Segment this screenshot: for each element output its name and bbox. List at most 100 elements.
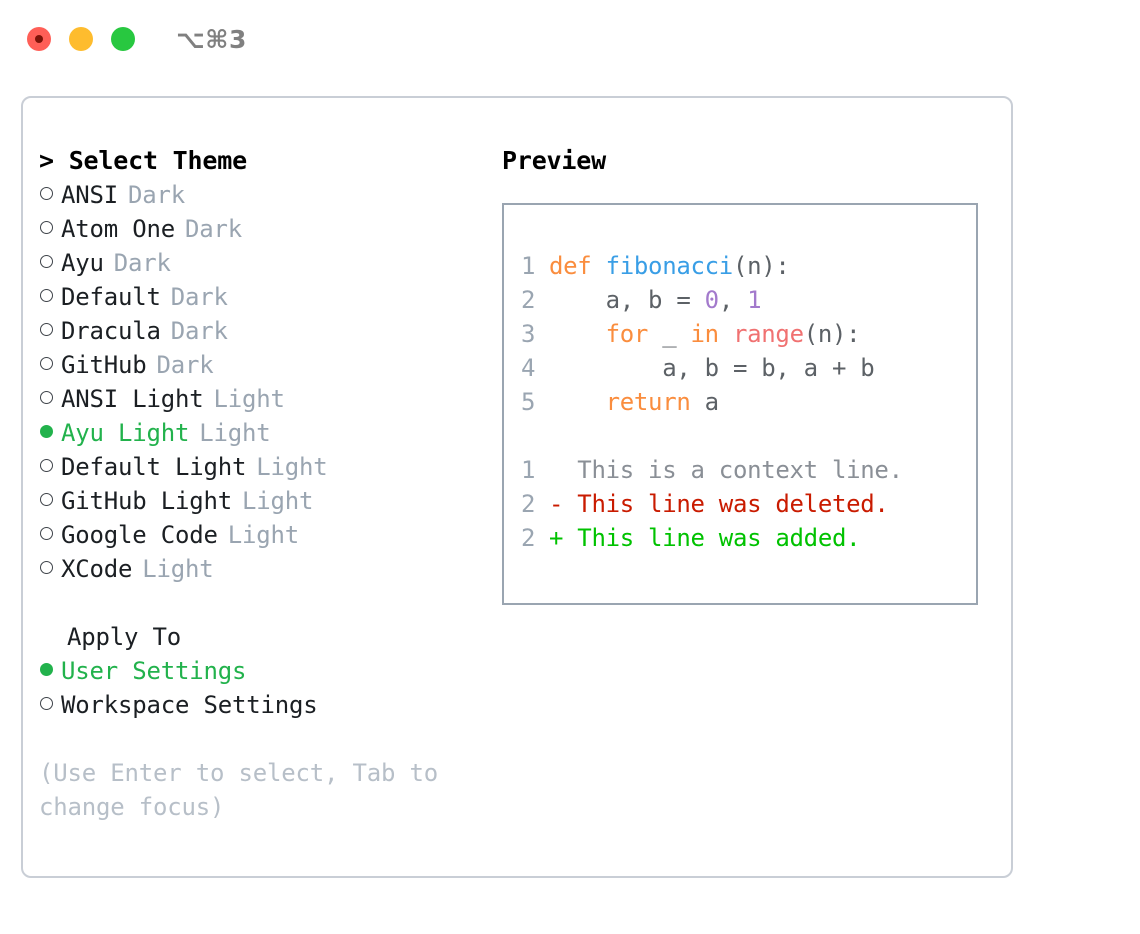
code-token-plain: a [690, 388, 719, 416]
theme-list-item[interactable]: Default Dark [39, 280, 479, 314]
line-number: 4 [521, 354, 536, 382]
theme-list-item[interactable]: Google Code Light [39, 518, 479, 552]
theme-variant-badge: Light [227, 521, 299, 549]
code-token-punctuation: (n): [803, 320, 861, 348]
code-token-plain [549, 320, 606, 348]
code-line-text: def fibonacci(n): [549, 249, 790, 283]
diff-sample: 1 This is a context line. 2 - This line wa… [521, 453, 976, 555]
code-token-plain: , [718, 286, 748, 314]
theme-variant-badge: Light [256, 453, 328, 481]
diff-line-text-deleted: - This line was deleted. [549, 490, 889, 518]
section-spacer [39, 586, 479, 620]
theme-variant-badge: Dark [113, 249, 171, 277]
code-line: 4 a, b = b, a + b [521, 351, 976, 385]
keyboard-shortcut-label: ⌥⌘3 [176, 24, 247, 54]
theme-name: Default [61, 283, 161, 311]
code-line: 3 for _ in range(n): [521, 317, 976, 351]
theme-variant-badge: Light [199, 419, 271, 447]
theme-variant-badge: Dark [170, 317, 228, 345]
theme-list-item[interactable]: Ayu Light Light [39, 416, 479, 450]
diff-line: 2 - This line was deleted. [521, 487, 976, 521]
code-token-plain: a, b = [549, 286, 705, 314]
code-token-number: 1 [747, 286, 762, 314]
theme-name: Ayu Light [61, 419, 190, 447]
theme-name: ANSI [61, 181, 118, 209]
apply-to-option[interactable]: User Settings [39, 654, 479, 688]
theme-name: Ayu [61, 249, 104, 277]
code-token-keyword: for [605, 320, 649, 348]
code-token-number: 0 [704, 286, 719, 314]
diff-line-text-added: + This line was added. [549, 524, 861, 552]
diff-line-number: 1 [521, 456, 536, 484]
theme-list-item[interactable]: Atom One Dark [39, 212, 479, 246]
code-diff-separator [521, 419, 976, 453]
code-token-punctuation: (n): [732, 252, 790, 280]
code-token-function: fibonacci [605, 252, 734, 280]
code-token-plain [719, 320, 733, 348]
apply-to-heading: Apply To [67, 623, 181, 651]
preview-heading: Preview [502, 146, 606, 175]
code-token-plain: a, b = b, a + b [549, 354, 875, 382]
apply-to-label: Workspace Settings [61, 691, 318, 719]
code-line-text: for _ in range(n): [549, 317, 861, 351]
code-line: 2 a, b = 0, 1 [521, 283, 976, 317]
theme-list-item[interactable]: Ayu Dark [39, 246, 479, 280]
diff-line: 2 + This line was added. [521, 521, 976, 555]
theme-list-item[interactable]: ANSI Light Light [39, 382, 479, 416]
keyboard-hint-text: (Use Enter to select, Tab to change focu… [39, 759, 438, 821]
code-token-keyword: return [605, 388, 691, 416]
theme-list-item[interactable]: GitHub Dark [39, 348, 479, 382]
code-token-keyword: in [690, 320, 720, 348]
code-line-text: a, b = 0, 1 [549, 283, 762, 317]
code-line: 5 return a [521, 385, 976, 419]
theme-variant-badge: Dark [156, 351, 214, 379]
diff-line-number: 2 [521, 490, 536, 518]
diff-line-text-context: This is a context line. [549, 456, 903, 484]
theme-variant-badge: Dark [128, 181, 185, 209]
minimize-button-icon[interactable] [69, 27, 93, 51]
title-bar: ⌥⌘3 [0, 0, 1140, 78]
theme-name: XCode [61, 555, 133, 583]
diff-line: 1 This is a context line. [521, 453, 976, 487]
code-token-keyword: def [549, 252, 606, 280]
select-theme-heading: > Select Theme [39, 146, 247, 175]
apply-to-option[interactable]: Workspace Settings [39, 688, 479, 722]
theme-name: ANSI Light [61, 385, 204, 413]
theme-list-item[interactable]: ANSI Dark [39, 178, 479, 212]
theme-name: Google Code [61, 521, 218, 549]
code-token-builtin: range [732, 320, 804, 348]
code-line-text: return a [549, 385, 720, 419]
theme-name: GitHub Light [61, 487, 232, 515]
line-number: 5 [521, 388, 536, 416]
apply-to-label: User Settings [61, 657, 247, 685]
diff-line-number: 2 [521, 524, 536, 552]
theme-name: GitHub [61, 351, 147, 379]
theme-name: Atom One [61, 215, 175, 243]
line-number: 2 [521, 286, 536, 314]
theme-variant-badge: Light [142, 555, 214, 583]
code-token-plain [549, 388, 606, 416]
theme-variant-badge: Dark [185, 215, 242, 243]
code-line: 1 def fibonacci(n): [521, 249, 976, 283]
close-button-icon[interactable] [27, 27, 51, 51]
line-number: 3 [521, 320, 536, 348]
code-line-text: a, b = b, a + b [549, 351, 875, 385]
traffic-light-buttons [27, 27, 135, 51]
theme-variant-badge: Light [213, 385, 285, 413]
theme-list-item[interactable]: XCode Light [39, 552, 479, 586]
theme-variant-badge: Dark [170, 283, 228, 311]
maximize-button-icon[interactable] [111, 27, 135, 51]
code-token-plain: _ [648, 320, 691, 348]
line-number: 1 [521, 252, 536, 280]
